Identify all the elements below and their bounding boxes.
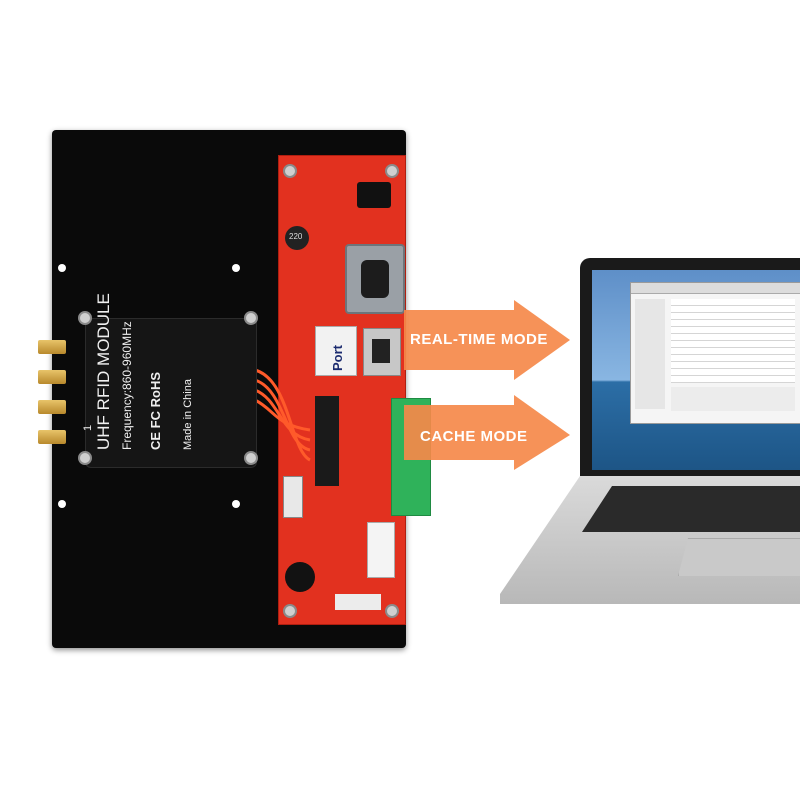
antenna-connector (38, 340, 66, 354)
cache-mode-label: CACHE MODE (420, 428, 528, 445)
red-circuit-board: 220 Port (278, 155, 431, 625)
software-window (630, 282, 800, 424)
mode-arrows (404, 300, 570, 470)
pcb-screw-hole (283, 604, 297, 618)
module-frequency: Frequency:860-960MHz (120, 321, 134, 450)
window-footer (671, 387, 795, 411)
pcb-screw-hole (385, 604, 399, 618)
plate-mount-hole (58, 264, 66, 272)
plate-mount-hole (232, 500, 240, 508)
real-time-arrow (404, 300, 570, 380)
module-screw (78, 451, 92, 465)
pcb-screw-hole (385, 164, 399, 178)
pcb-screw-hole (283, 164, 297, 178)
laptop-trackpad (678, 538, 800, 576)
serial-port-connector (345, 244, 405, 314)
real-time-mode-label: REAL-TIME MODE (410, 331, 548, 348)
inductor: 220 (285, 226, 309, 250)
antenna-connector (38, 430, 66, 444)
plate-mount-hole (232, 264, 240, 272)
module-label-area: UHF RFID MODULE Frequency:860-960MHz CE … (88, 293, 206, 452)
module-screw (244, 451, 258, 465)
ethernet-port (363, 328, 401, 376)
led-strip (335, 594, 381, 610)
module-origin: Made in China (182, 379, 194, 450)
module-screw (78, 311, 92, 325)
module-certifications: CE FC RoHS (148, 372, 163, 450)
ribbon-connector (283, 476, 303, 518)
chip-ic (315, 396, 339, 486)
brand-label: Port (330, 345, 345, 371)
port-label-sticker: Port (315, 326, 357, 376)
power-jack (357, 182, 391, 208)
wire-bundle (254, 368, 311, 462)
buzzer (285, 562, 315, 592)
pin-header (367, 522, 395, 578)
module-screw (244, 311, 258, 325)
module-title: UHF RFID MODULE (94, 293, 113, 450)
inductor-label: 220 (289, 232, 303, 241)
laptop-keyboard (582, 486, 800, 532)
antenna-connector (38, 370, 66, 384)
window-content (671, 299, 795, 383)
cache-arrow (404, 395, 570, 470)
window-titlebar (631, 283, 800, 294)
antenna-connector (38, 400, 66, 414)
window-sidebar (635, 299, 665, 409)
uhf-rfid-module: 1 (78, 311, 258, 468)
plate-mount-hole (58, 500, 66, 508)
